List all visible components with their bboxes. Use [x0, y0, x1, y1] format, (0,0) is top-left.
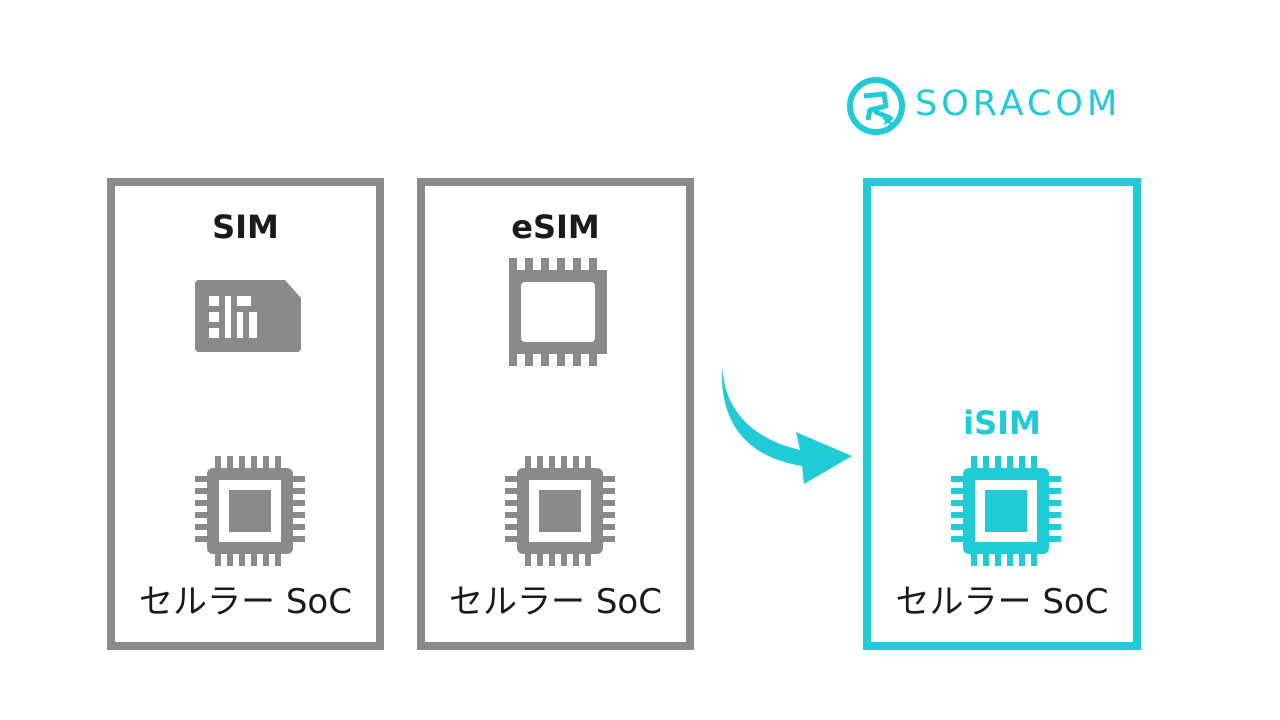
sim-card-icon — [195, 280, 301, 352]
panel-title: iSIM — [963, 404, 1041, 442]
sim-panel: SIM セルラー SoC — [107, 178, 384, 650]
panel-title: SIM — [212, 208, 279, 246]
isim-panel: iSIM セルラー SoC — [863, 178, 1141, 650]
panel-caption: セルラー SoC — [895, 582, 1109, 622]
esim-chip-icon — [509, 258, 607, 366]
soracom-logo-icon — [847, 77, 905, 135]
panel-caption: セルラー SoC — [449, 582, 662, 622]
logo-wordmark: SORACOM — [915, 84, 1122, 124]
esim-panel: eSIM セルラー SoC — [417, 178, 694, 650]
panel-title: eSIM — [511, 208, 600, 246]
soc-chip-icon — [195, 456, 305, 566]
soc-chip-icon — [951, 456, 1061, 566]
curved-arrow-icon — [721, 366, 852, 484]
soc-chip-icon — [505, 456, 615, 566]
panel-caption: セルラー SoC — [139, 582, 352, 622]
